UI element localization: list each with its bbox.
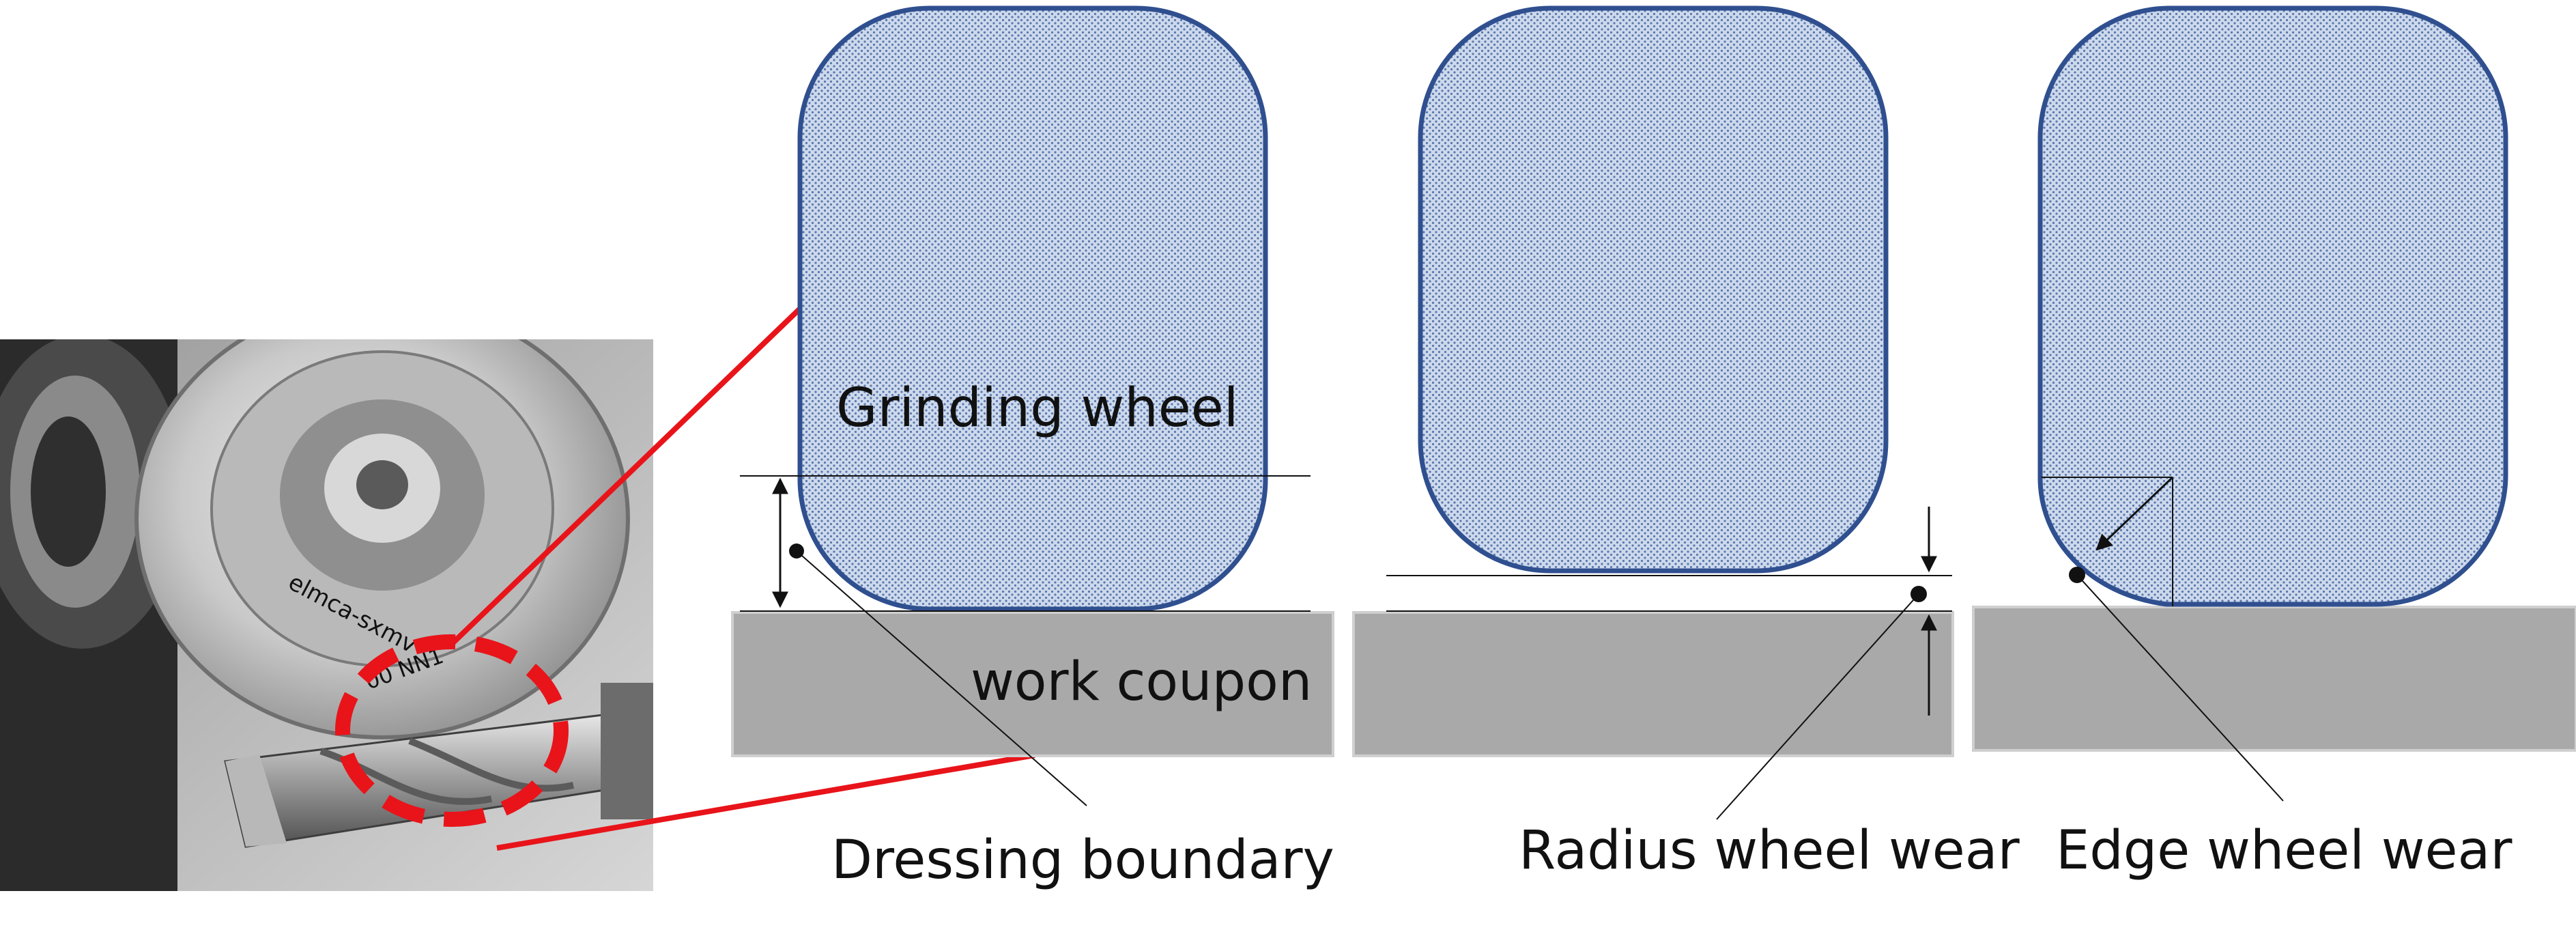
edge-wear-leader bbox=[2076, 574, 2284, 802]
diagram-edge-wear: Edge wheel wear bbox=[1972, 5, 2576, 881]
dressing-leader bbox=[796, 550, 1087, 806]
work-coupon-block bbox=[731, 611, 1334, 757]
callout-line-top bbox=[448, 307, 802, 647]
diagram-dressing: Grinding wheel work coupon Dressing boun… bbox=[731, 5, 1334, 891]
radius-wear-leader bbox=[1716, 593, 1919, 820]
grinding-machine-photo: elmca-sxmv 00 NN1 bbox=[0, 339, 653, 891]
callout-line-bottom bbox=[496, 752, 1035, 851]
grinding-wheel-label: Grinding wheel bbox=[836, 378, 1238, 439]
work-coupon-block-3 bbox=[1972, 606, 2576, 752]
grinding-wheel-shape-2 bbox=[1418, 5, 1889, 574]
work-coupon-label: work coupon bbox=[971, 651, 1312, 713]
radius-wheel-wear-label: Radius wheel wear bbox=[1519, 820, 2020, 881]
dressing-boundary-label: Dressing boundary bbox=[831, 830, 1334, 891]
grinding-wheel-shape-3 bbox=[2037, 5, 2508, 607]
edge-wheel-wear-label: Edge wheel wear bbox=[2056, 820, 2513, 881]
edge-wear-arrow bbox=[2095, 476, 2174, 551]
diagram-radius-wear: Radius wheel wear bbox=[1352, 5, 2020, 881]
work-coupon-block-2 bbox=[1352, 611, 1954, 757]
grinding-wheel-shape bbox=[797, 5, 1268, 612]
